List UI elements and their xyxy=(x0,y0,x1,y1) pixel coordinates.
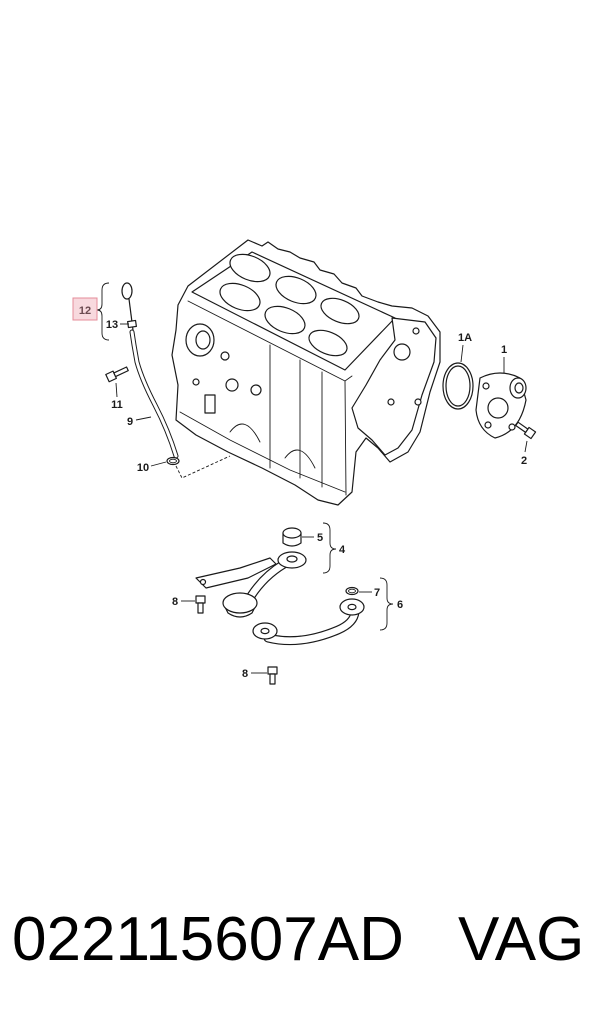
bolt-shank xyxy=(515,421,529,433)
bolt-8-upper xyxy=(195,595,206,614)
callout-10: 10 xyxy=(137,462,149,474)
o-ring-10 xyxy=(166,456,180,466)
pump-impeller-housing xyxy=(487,397,509,419)
leader-11 xyxy=(115,382,118,398)
part-number: 022115607AD xyxy=(12,905,404,974)
water-pump xyxy=(475,372,527,439)
cylinder-bore xyxy=(275,275,317,305)
oil-pickup-assembly xyxy=(195,551,307,618)
bolt-head xyxy=(195,595,206,604)
callout-12: 12 xyxy=(79,305,91,317)
callout-9: 9 xyxy=(127,416,133,428)
cylinder-bore xyxy=(308,329,348,357)
timing-cover-hole xyxy=(387,398,395,406)
timing-cover-hole xyxy=(393,343,411,361)
brace-4 xyxy=(322,522,337,574)
timing-cover-hole xyxy=(414,398,422,406)
bolt-shank xyxy=(269,673,276,685)
pipe-flange-bore xyxy=(347,603,357,611)
leader-1a xyxy=(460,344,464,363)
block-boss xyxy=(192,378,200,386)
dipstick-clip xyxy=(127,319,137,329)
brace-6 xyxy=(379,577,394,631)
cylinder-bore xyxy=(219,282,261,312)
callout-5: 5 xyxy=(317,532,323,544)
leader-2 xyxy=(524,440,528,453)
cylinder-bore xyxy=(264,305,306,335)
callout-6: 6 xyxy=(397,599,403,611)
block-front-face xyxy=(179,344,347,496)
o-ring-outer xyxy=(442,362,474,410)
callout-12-highlight xyxy=(72,297,98,321)
pickup-bracket-hole xyxy=(199,578,207,586)
bolt-shank xyxy=(197,602,204,614)
pump-bolt-hole xyxy=(482,382,490,390)
bolt-head xyxy=(267,666,278,675)
o-ring-inner xyxy=(348,588,356,594)
pickup-flange-bore xyxy=(286,555,298,563)
callout-2: 2 xyxy=(521,455,527,467)
o-ring-1a xyxy=(442,362,474,410)
callout-4: 4 xyxy=(339,544,346,556)
oil-pipe-assembly xyxy=(252,598,365,646)
callout-1: 1 xyxy=(501,344,507,356)
cylinder-bore xyxy=(320,297,360,325)
block-boss xyxy=(225,378,239,392)
dipstick-handle xyxy=(121,282,133,300)
o-ring-inner xyxy=(169,458,177,464)
pickup-screen xyxy=(222,592,258,614)
thermostat-housing-bore xyxy=(195,330,211,350)
oil-pipe-fill xyxy=(264,608,359,644)
cylinder-bore xyxy=(229,253,271,283)
o-ring xyxy=(345,586,359,596)
bolt-2 xyxy=(515,421,537,440)
callout-8-lower: 8 xyxy=(242,668,248,680)
cap-top xyxy=(282,527,302,539)
o-ring-inner xyxy=(445,365,471,407)
callout-11: 11 xyxy=(111,399,123,411)
assembly-line xyxy=(175,455,231,479)
pump-hub-center xyxy=(514,382,524,394)
pump-bolt-hole xyxy=(484,421,492,429)
engine-block xyxy=(171,239,441,506)
callout-8-upper: 8 xyxy=(172,596,178,608)
bolt-8-lower xyxy=(267,666,278,685)
bolt-shank xyxy=(113,366,129,378)
o-ring-7 xyxy=(345,586,359,596)
block-pad xyxy=(204,394,216,414)
dipstick-guide-tube xyxy=(129,329,179,459)
leader-10 xyxy=(150,461,167,467)
brace-12 xyxy=(96,282,110,341)
leader-9 xyxy=(135,416,152,421)
timing-cover xyxy=(351,317,437,456)
pipe-flange-bore xyxy=(260,627,270,635)
timing-cover-hole xyxy=(412,327,420,335)
pickup-tube-fill xyxy=(247,560,288,600)
brand-name: VAG xyxy=(458,905,584,974)
callout-1a: 1A xyxy=(458,332,472,344)
block-boss xyxy=(250,384,262,396)
tube-fill xyxy=(130,330,178,458)
o-ring xyxy=(166,456,180,466)
callout-7: 7 xyxy=(374,587,380,599)
block-boss xyxy=(220,351,230,361)
bolt-11 xyxy=(105,366,129,383)
pump-bolt-hole xyxy=(508,423,516,431)
seal-cap-5 xyxy=(282,527,302,547)
callout-13: 13 xyxy=(106,319,118,331)
